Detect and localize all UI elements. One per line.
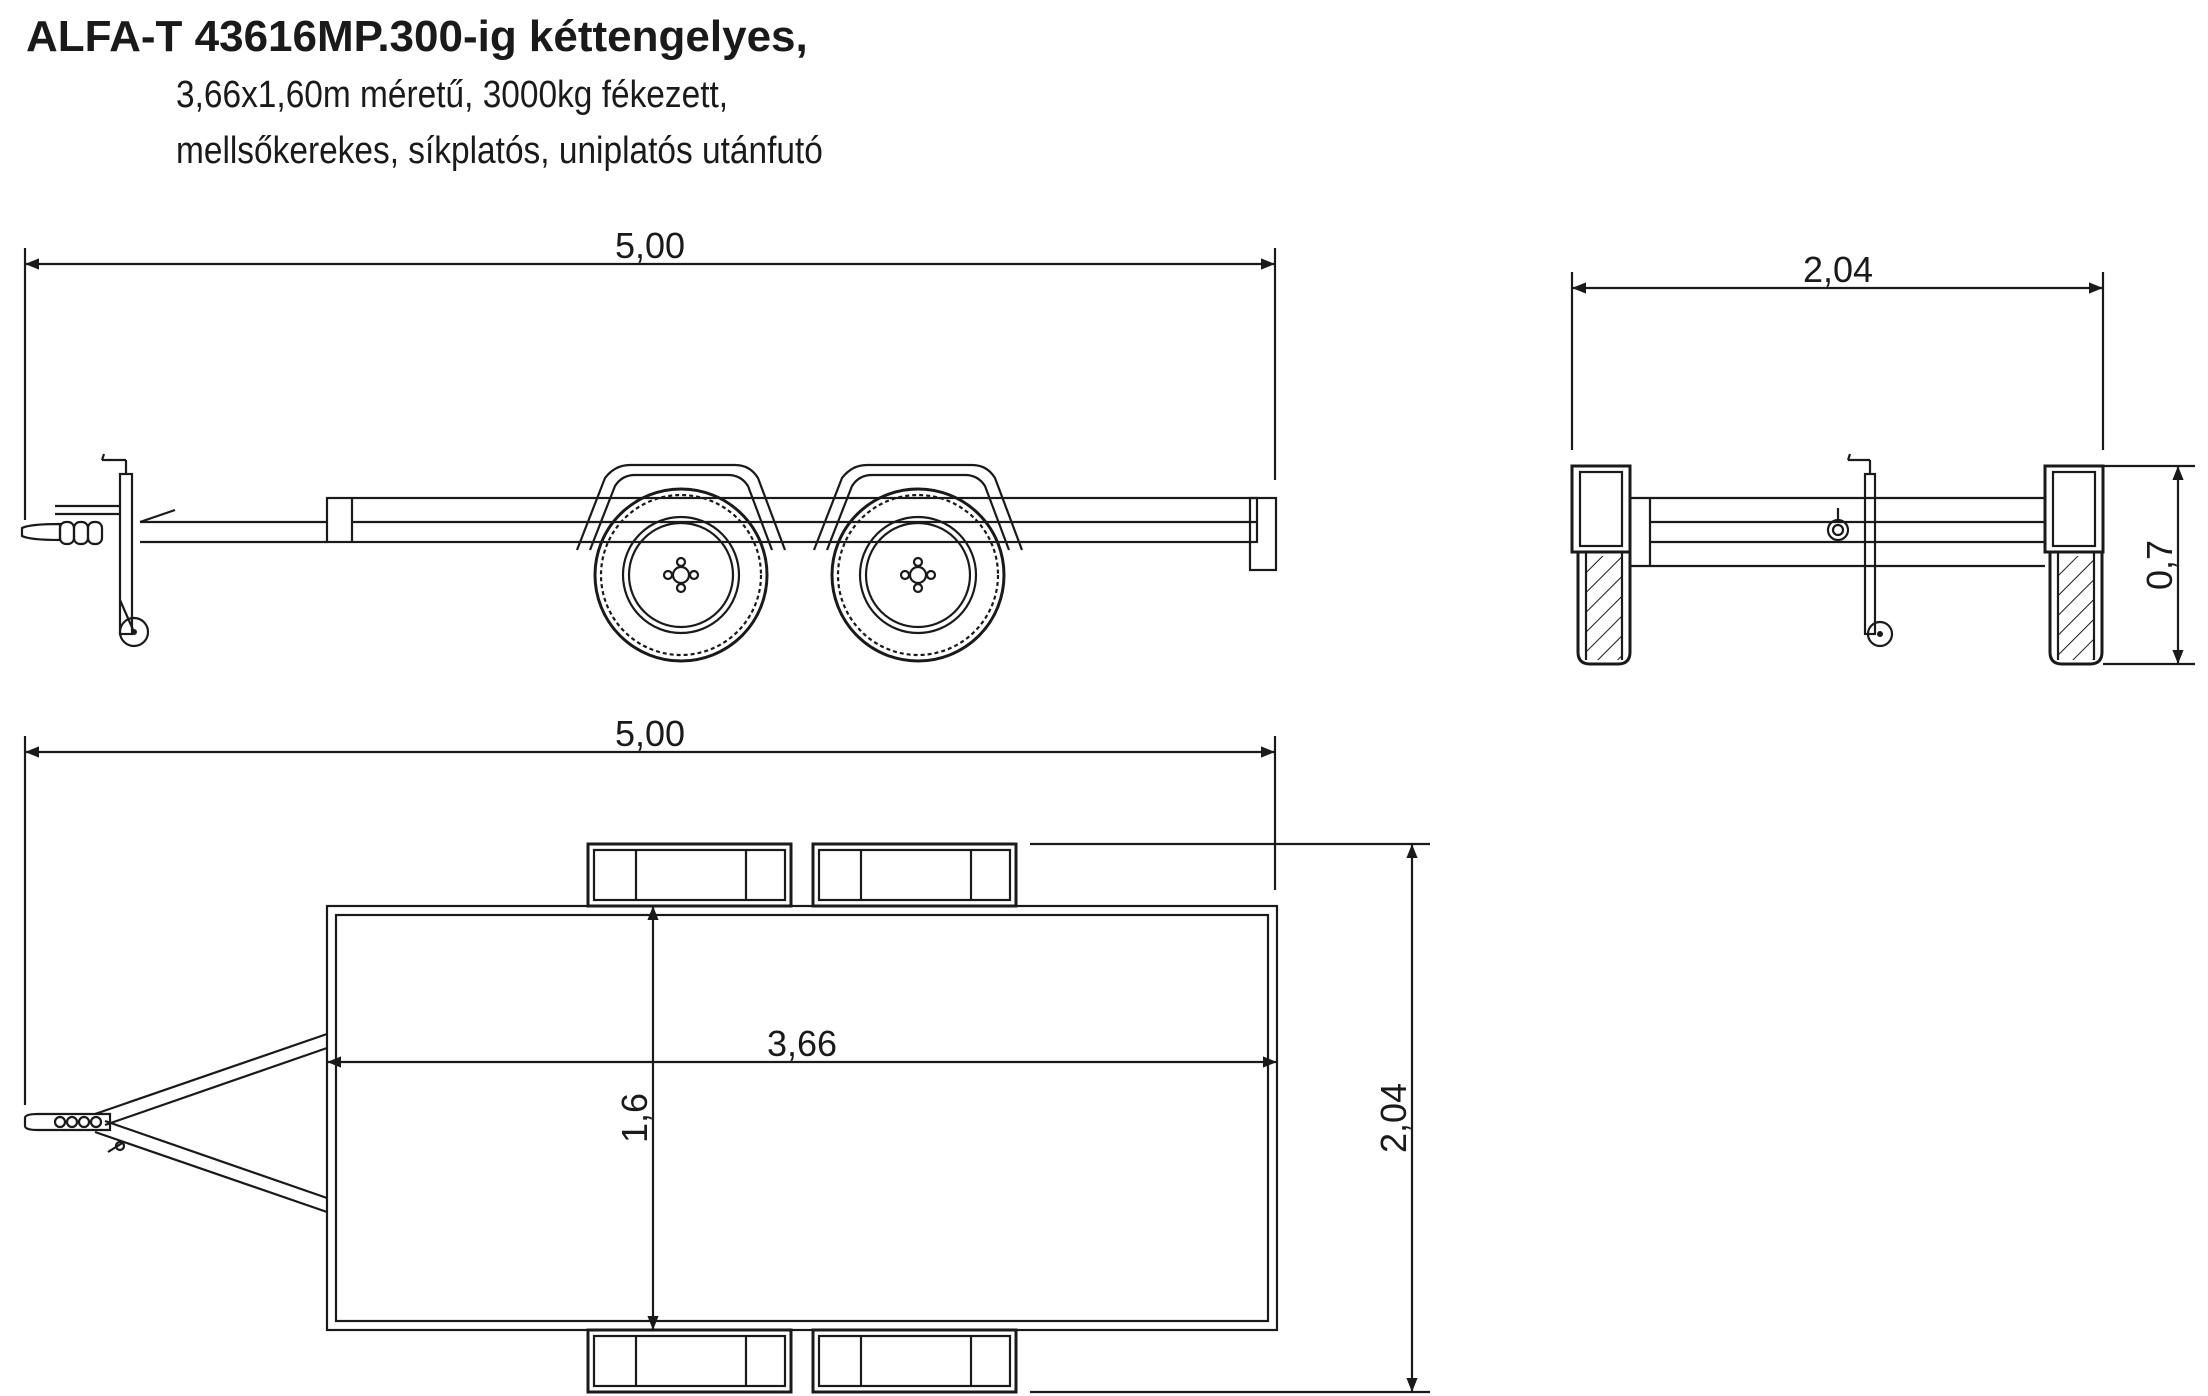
rear-wheel-right <box>2043 464 2105 666</box>
overall-width-label: 2,04 <box>1373 1083 1414 1153</box>
top-length-label: 5,00 <box>615 713 685 754</box>
top-fenders <box>586 842 1018 1394</box>
side-wheel-front <box>593 487 769 663</box>
drawing-subtitle-line1: 3,66x1,60m méretű, 3000kg fékezett, <box>176 74 729 116</box>
rear-wheel-left <box>1570 464 1632 666</box>
rear-width-label: 2,04 <box>1803 249 1873 290</box>
drawing-title: ALFA-T 43616MP.300-ig kéttengelyes, <box>26 12 808 61</box>
side-wheel-rear <box>830 487 1006 663</box>
top-platform <box>325 904 1279 1332</box>
bed-length-dimension: 3,66 <box>327 1023 1277 1068</box>
side-jockey-wheel <box>100 453 150 648</box>
bed-width-dimension: 1,6 <box>614 906 659 1330</box>
rear-height-dimension: 0,7 <box>2103 464 2195 666</box>
side-fender-rear <box>812 463 1024 551</box>
bed-width-label: 1,6 <box>614 1093 655 1143</box>
top-view: 5,00 <box>23 713 1430 1394</box>
rear-view: 2,04 <box>1570 249 2195 666</box>
rear-jockey-wheel <box>1846 453 1894 648</box>
top-length-dimension: 5,00 <box>23 713 1277 1105</box>
rear-height-label: 0,7 <box>2139 540 2180 590</box>
rear-width-dimension: 2,04 <box>1570 249 2105 450</box>
side-fender-front <box>575 463 787 551</box>
side-frame <box>139 496 1278 572</box>
drawing-subtitle-line2: mellsőkerekes, síkplatós, uniplatós után… <box>176 130 823 172</box>
side-length-label: 5,00 <box>615 225 685 266</box>
rear-frame <box>1628 496 2045 568</box>
side-coupling <box>20 504 120 546</box>
side-view: 5,00 <box>20 225 1278 663</box>
overall-width-dimension: 2,04 <box>1030 842 1430 1394</box>
side-length-dimension: 5,00 <box>23 225 1277 520</box>
bed-length-label: 3,66 <box>767 1023 837 1064</box>
top-drawbar <box>23 1032 328 1214</box>
